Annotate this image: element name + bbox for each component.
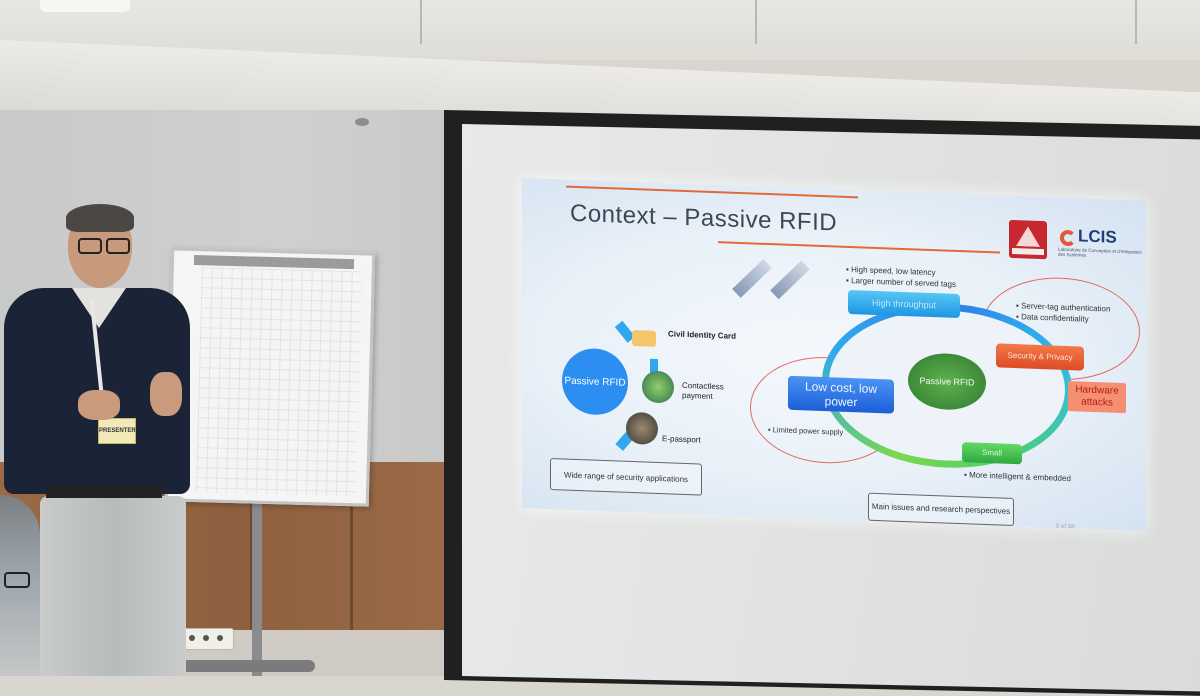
flipchart-base (175, 660, 315, 672)
epassport-label: E-passport (662, 434, 701, 445)
presenter-hand (150, 372, 182, 416)
sprinkler (355, 118, 369, 126)
flipchart-paper (195, 267, 362, 497)
ceiling-light (40, 0, 130, 12)
outlet-socket (217, 635, 223, 641)
bullet-text: More intelligent & embedded (969, 470, 1071, 484)
lcis-logo: LCIS (1078, 226, 1117, 247)
passive-rfid-circle: Passive RFID (562, 347, 628, 416)
atf-logo-band (1012, 247, 1044, 256)
flipchart-board (164, 247, 376, 507)
small-box: Small (962, 442, 1022, 465)
presenter-belt (46, 486, 162, 498)
throughput-box: High throughput (848, 289, 960, 319)
glasses-lens (78, 238, 102, 254)
presenter-hair (66, 204, 134, 232)
wood-panel-seam (250, 462, 253, 642)
lcis-logo-subtitle: Laboratoire de Conception et d'Intégrati… (1058, 246, 1142, 258)
rfid-tag-icon (732, 259, 772, 298)
intelligence-bullet: ▪ More intelligent & embedded (964, 470, 1071, 484)
title-underline (718, 241, 1000, 254)
slide-page-number: 5 of 34 (1056, 523, 1075, 531)
outlet-socket (189, 635, 195, 641)
flipchart-pole (252, 498, 262, 676)
ceiling-tile-seam (755, 0, 757, 44)
outlet-socket (203, 635, 209, 641)
glasses-icon (76, 238, 130, 254)
rfid-tag-icon (770, 260, 810, 300)
contactless-payment-label: Contactless payment (682, 380, 724, 401)
presenter-trousers (40, 496, 186, 676)
passport-icon (626, 411, 658, 445)
atf-logo (1009, 219, 1047, 260)
projected-slide: Context – Passive RFID LCIS Laboratoire … (522, 178, 1146, 531)
payment-icon (642, 370, 674, 404)
hardware-attacks-box: Hardware attacks (1068, 381, 1126, 414)
ceiling-tile-seam (420, 0, 422, 44)
speed-bullets: ▪ High speed, low latency ▪ Larger numbe… (846, 264, 956, 290)
wood-panel-seam (350, 462, 353, 642)
id-card-icon (632, 330, 656, 347)
glasses-lens (106, 238, 130, 254)
atf-logo-mark (1016, 226, 1040, 247)
security-privacy-box: Security & Privacy (996, 343, 1084, 371)
glasses-icon (4, 572, 30, 588)
bullet-text: Larger number of served tags (851, 276, 957, 289)
slide-title: Context – Passive RFID (570, 199, 838, 237)
ceiling-tile-seam (1135, 0, 1137, 44)
lcis-logo-icon (1060, 229, 1076, 247)
power-outlet (180, 628, 234, 650)
civil-identity-label: Civil Identity Card (668, 329, 737, 341)
security-applications-box: Wide range of security applications (550, 458, 702, 496)
presenter-hand (78, 390, 120, 420)
main-issues-box: Main issues and research perspectives (868, 492, 1014, 527)
low-cost-box: Low cost, low power (788, 375, 894, 414)
presenter-badge: PRESENTER (98, 418, 136, 444)
